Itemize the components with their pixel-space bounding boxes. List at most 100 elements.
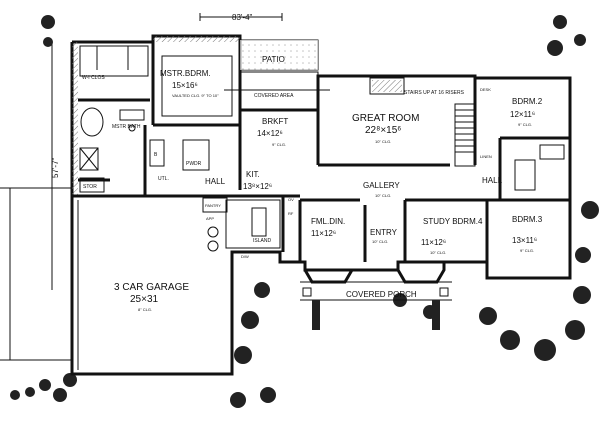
bedroom-2: BDRM.2 12×11⁶ 9" CLG. DESK	[473, 78, 570, 165]
depth-dimension-label: 57'-7"	[51, 157, 60, 178]
great-room-note: 10" CLG.	[375, 139, 391, 144]
kitchen: ISLAND KIT. 13⁸×12⁶ PANTRY APP OV RF D/W	[200, 170, 300, 259]
bedroom-2-note: 9" CLG.	[518, 122, 532, 127]
study-note: 10" CLG.	[430, 250, 446, 255]
formal-dining-name: FML.DIN.	[311, 217, 345, 226]
island-counter	[251, 207, 267, 237]
master-bedroom-wall-hatch	[153, 36, 240, 42]
shrub-icon	[39, 379, 51, 391]
gallery: GALLERY 10" CLG.	[363, 181, 400, 198]
island-name: ISLAND	[253, 238, 271, 244]
hall-left-name: HALL	[205, 177, 226, 186]
entry: ENTRY 10" CLG.	[363, 205, 398, 262]
garage-size: 25×31	[130, 294, 159, 305]
bedroom-2-name: BDRM.2	[512, 97, 543, 106]
garage: 3 CAR GARAGE 25×31 8" CLG.	[70, 196, 189, 374]
master-bedroom: MSTR.BDRM. 15×16⁶ VAULTED CLG. 9" TO 10"	[151, 42, 240, 127]
utility-name: UTL.	[158, 176, 169, 182]
covered-porch-name: COVERED PORCH	[346, 290, 417, 299]
shrub-icon	[573, 286, 591, 304]
breakfast-name: BRKFT	[262, 117, 288, 126]
covered-area: COVERED AREA	[224, 71, 330, 111]
study-bedroom: STUDY BDRM.4 11×12⁶ 10" CLG.	[403, 198, 487, 262]
great-room: GREAT ROOM 22⁸×15⁶ 10" CLG.	[316, 77, 450, 167]
patio: PATIO	[239, 39, 319, 71]
walk-in-closet-name: W-I CLOS	[82, 75, 105, 81]
exterior-walls	[70, 34, 572, 376]
right-hall: LINEN HALL	[480, 138, 565, 200]
toilet-icon	[128, 124, 136, 132]
shrub-icon	[479, 307, 497, 325]
stairs-label: STAIRS UP AT 16 RISERS	[404, 90, 465, 96]
breakfast-size: 14×12⁶	[257, 129, 283, 138]
sink-icon	[207, 240, 219, 252]
appliance-name: APP	[206, 216, 214, 221]
shrub-icon	[234, 346, 252, 364]
walk-in-closet: W-I CLOS	[79, 45, 149, 81]
master-bedroom-size: 15×16⁶	[172, 81, 198, 90]
width-dimension: 83'-4"	[199, 13, 283, 22]
fireplace-icon	[369, 77, 405, 95]
patio-name: PATIO	[262, 55, 285, 64]
great-room-size: 22⁸×15⁶	[365, 125, 401, 136]
garage-note: 8" CLG.	[138, 307, 152, 312]
shrub-icon	[565, 320, 585, 340]
bedroom-3-size: 13×11⁶	[512, 236, 537, 245]
master-bath: MSTR BATH	[78, 98, 150, 182]
bedroom-3-note: 9" CLG.	[520, 248, 534, 253]
formal-dining-size: 11×12⁶	[311, 229, 336, 238]
shrub-icon	[230, 392, 246, 408]
bedroom-2-size: 12×11⁶	[510, 110, 535, 119]
bedroom-3-name: BDRM.3	[512, 215, 543, 224]
shrub-icon	[25, 387, 35, 397]
shrub-icon	[553, 15, 567, 29]
dishwasher-name: D/W	[241, 254, 249, 259]
master-bedroom-name: MSTR.BDRM.	[160, 69, 211, 78]
shrub-icon	[254, 282, 270, 298]
vanity-icon	[119, 109, 145, 121]
breakfast: BRKFT 14×12⁶ 9" CLG.	[238, 110, 288, 190]
covered-area-name: COVERED AREA	[254, 93, 294, 99]
shrub-icon	[10, 390, 20, 400]
width-dimension-label: 83'-4"	[232, 13, 253, 22]
left-service-core: B UTL. PWDR HALL	[72, 125, 226, 198]
tub-icon	[514, 159, 536, 191]
powder-room-name: PWDR	[186, 161, 202, 167]
shrub-icon	[43, 37, 53, 47]
covered-porch: COVERED PORCH	[300, 262, 452, 330]
landscaping	[10, 15, 599, 408]
west-wall-hatch	[72, 42, 78, 196]
entry-name: ENTRY	[370, 228, 398, 237]
linen-name: LINEN	[480, 154, 492, 159]
shrub-icon	[547, 40, 563, 56]
shrub-icon	[581, 201, 599, 219]
garage-name: 3 CAR GARAGE	[114, 282, 189, 293]
driveway	[0, 187, 72, 361]
fridge-name: RF	[288, 211, 294, 216]
shrub-icon	[500, 330, 520, 350]
shrub-icon	[574, 34, 586, 46]
kitchen-size: 13⁸×12⁶	[243, 182, 272, 191]
oven-name: OV	[288, 197, 294, 202]
bath-left-name: B	[154, 152, 158, 158]
entry-note: 10" CLG.	[372, 239, 388, 244]
vanity-icon	[539, 144, 565, 160]
depth-dimension: 57'-7"	[51, 42, 60, 290]
shrub-icon	[41, 15, 55, 29]
bathtub-icon	[80, 107, 104, 137]
shrub-icon	[260, 387, 276, 403]
breakfast-note: 9" CLG.	[272, 142, 286, 147]
desk-name: DESK	[480, 87, 491, 92]
master-bedroom-note: VAULTED CLG. 9" TO 10"	[172, 93, 219, 98]
great-room-name: GREAT ROOM	[352, 113, 419, 124]
kitchen-name: KIT.	[246, 170, 260, 179]
gallery-note: 10" CLG.	[375, 193, 391, 198]
formal-dining: FML.DIN. 11×12⁶	[298, 198, 360, 262]
pantry-name: PANTRY	[205, 203, 221, 208]
stairs: STAIRS UP AT 16 RISERS	[404, 90, 476, 167]
shrub-icon	[534, 339, 556, 361]
shower-icon	[79, 147, 99, 171]
study-size: 11×12⁶	[421, 238, 446, 247]
shrub-icon	[53, 388, 67, 402]
